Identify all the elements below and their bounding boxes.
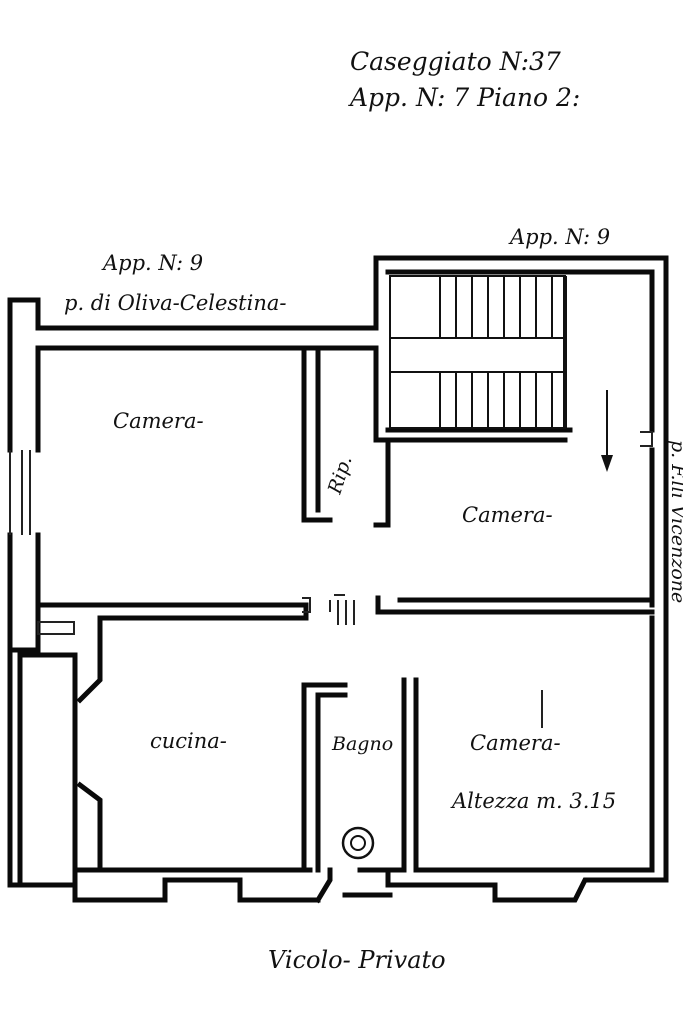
room-height-label: Altezza m. 3.15 [450, 789, 616, 813]
apartment-floor-label: App. N: 7 Piano 2: [348, 83, 580, 112]
neighbor-app-left-label: App. N: 9 [101, 251, 203, 275]
room-label-camera-nw: Camera- [113, 409, 204, 433]
interior-walls [17, 345, 655, 883]
outer-walls [7, 255, 669, 904]
toilet-icon [341, 826, 375, 860]
staircase [389, 275, 567, 429]
neighbor-owner-left-label: p. di Oliva-Celestina- [64, 291, 286, 315]
room-label-camera-se: Camera- [470, 731, 561, 755]
door-marks [302, 431, 653, 728]
building-number-label: Caseggiato N:37 [350, 47, 561, 76]
neighbor-app-right-label: App. N: 9 [508, 225, 610, 249]
neighbor-right-label: p. F.lli Vicenzone [667, 440, 683, 603]
room-label-cucina: cucina- [150, 729, 227, 753]
room-label-camera-ne: Camera- [462, 503, 553, 527]
room-label-bagno: Bagno [331, 733, 393, 755]
stair-arrow-icon [601, 390, 613, 472]
street-label: Vicolo- Privato [268, 946, 446, 974]
room-label-ripostiglio: Rip. [324, 453, 357, 497]
